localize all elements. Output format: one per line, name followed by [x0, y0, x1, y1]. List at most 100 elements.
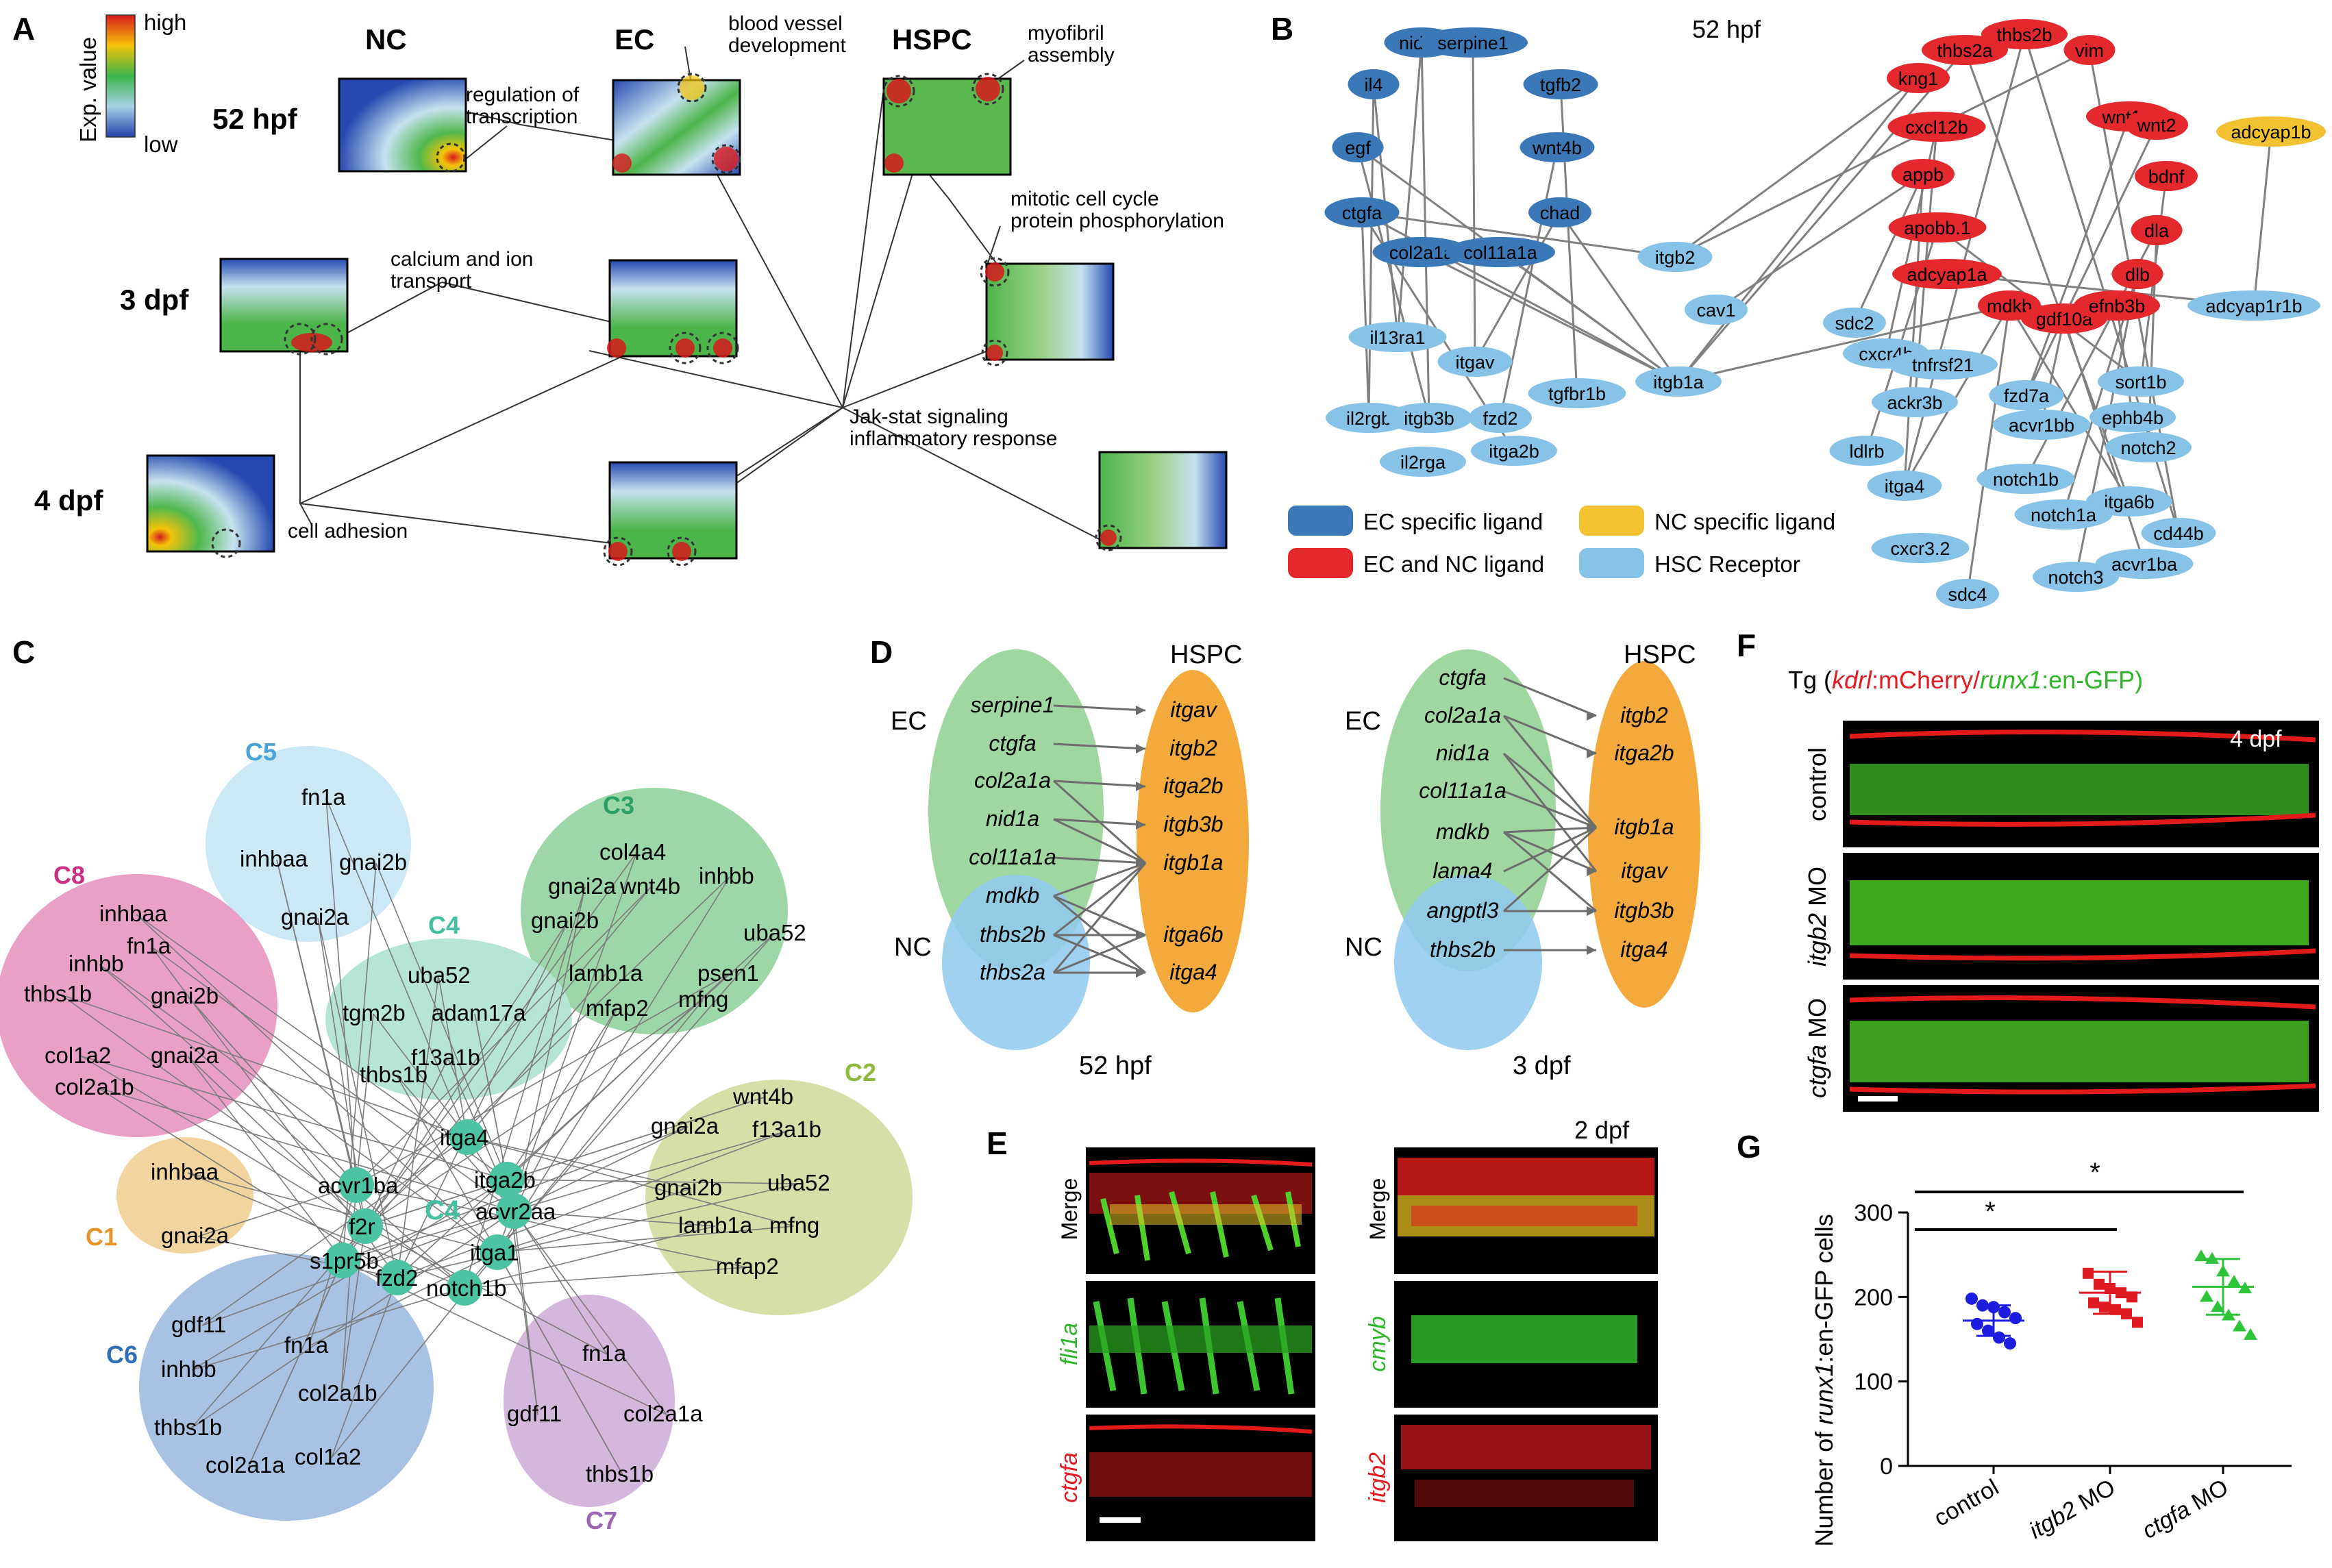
- cluster-edge: [99, 964, 498, 1253]
- cluster-edge: [356, 886, 652, 1186]
- network-edge: [1361, 211, 1676, 258]
- cluster-gene: inhbaa: [151, 1159, 219, 1184]
- cluster-edge: [464, 886, 586, 1289]
- ligand-label: thbs2b: [980, 922, 1045, 947]
- network-node: [1936, 579, 1999, 609]
- cluster-edge: [248, 1260, 343, 1467]
- network-node-label: bdnf: [2148, 166, 2185, 187]
- network-node-label: sort1b: [2115, 372, 2166, 393]
- micrograph-itgb2: [1394, 1415, 1658, 1541]
- network-node-label: acvr1ba: [2111, 554, 2178, 575]
- cluster-edge: [497, 1188, 692, 1253]
- network-node-label: notch1a: [2031, 505, 2097, 525]
- panel-a-letter: A: [12, 11, 35, 47]
- cluster-gene: psen1: [697, 960, 759, 986]
- cluster-c7-bubble: [504, 1295, 675, 1507]
- network-node-label: egf: [1345, 138, 1371, 158]
- hub-node-label: itga1: [470, 1240, 519, 1265]
- ligand-label: thbs2b: [1430, 937, 1496, 962]
- data-point: [1982, 1324, 1994, 1337]
- legend-ec-nc: EC and NC ligand: [1363, 551, 1544, 577]
- network-node-label: sdc2: [1835, 313, 1874, 334]
- network-node: [1324, 197, 1400, 227]
- cluster-edge: [151, 946, 514, 1212]
- network-node: [2216, 116, 2326, 147]
- data-point: [2083, 1267, 2094, 1279]
- legend-swatch-ecnc: [1288, 548, 1353, 578]
- network-edge: [1421, 251, 1679, 383]
- network-node: [1891, 159, 1955, 189]
- cluster-edge: [60, 994, 468, 1138]
- cluster-edge: [342, 1130, 790, 1261]
- panel-d-left: EC NC HSPC 52 hpf serpine1ctgfacol2a1ani…: [891, 640, 1249, 1080]
- cluster-edge: [136, 914, 508, 1180]
- ligand-label: ctgfa: [989, 731, 1036, 756]
- micrograph-f-control: 4 dpf: [1843, 721, 2319, 847]
- term-cell-adhesion: cell adhesion: [288, 520, 408, 543]
- hub-node: [496, 1193, 532, 1229]
- network-edge: [1499, 147, 1559, 419]
- cluster-gene: mfap2: [716, 1254, 779, 1279]
- cluster-gene: fn1a: [127, 933, 171, 958]
- col-label-nc: NC: [365, 23, 407, 55]
- network-node-label: chad: [1540, 203, 1580, 223]
- y-tick-label: 300: [1854, 1200, 1893, 1226]
- ligand-label: nid1a: [1436, 741, 1489, 765]
- cluster-edge: [340, 1225, 366, 1395]
- interaction-arrow: [1053, 934, 1146, 974]
- panel-b-time: 52 hpf: [1692, 15, 1761, 43]
- data-point: [2009, 1312, 2022, 1325]
- network-node-label: il2rga: [1400, 452, 1446, 473]
- ec-label-right: EC: [1345, 707, 1381, 736]
- cluster-gene: uba52: [767, 1170, 830, 1195]
- panel-d-letter: D: [870, 634, 893, 670]
- network-node: [1989, 380, 2064, 410]
- arrow-head: [1136, 820, 1145, 830]
- cluster-gene: f13a1b: [752, 1117, 821, 1142]
- cluster-edge: [474, 1013, 508, 1180]
- cluster-c8-label: C8: [53, 861, 85, 889]
- network-node: [1348, 322, 1447, 352]
- x-group-label: ctgfa MO: [2138, 1474, 2233, 1544]
- network-node: [1685, 295, 1748, 325]
- hub-node: [449, 1119, 485, 1155]
- receptor-label: itgb2: [1620, 703, 1668, 727]
- cluster-edge: [513, 1126, 689, 1212]
- cluster-edge: [397, 975, 439, 1278]
- network-node-label: itgav: [1455, 352, 1495, 373]
- arrow-head: [1136, 858, 1145, 868]
- panel-b-letter: B: [1271, 11, 1293, 47]
- cluster-edge: [397, 921, 569, 1278]
- data-point: [1993, 1331, 2005, 1344]
- network-edge: [2025, 116, 2131, 396]
- network-node: [2033, 562, 2119, 592]
- e-label-ctgfa: ctgfa: [1056, 1452, 1082, 1503]
- cluster-edge: [375, 862, 508, 1180]
- receptor-label: itgb1a: [1614, 814, 1674, 839]
- cluster-edge: [396, 1075, 498, 1253]
- interaction-arrow: [1053, 743, 1146, 750]
- cluster-edge: [397, 1183, 799, 1278]
- interaction-arrow: [1053, 704, 1146, 712]
- network-node: [1380, 447, 1466, 477]
- network-node-label: ctgfa: [1342, 203, 1383, 223]
- interaction-arrow: [1053, 862, 1146, 936]
- time-label-right: 3 dpf: [1513, 1051, 1571, 1080]
- network-edge: [1559, 84, 1578, 394]
- ligand-label: col2a1a: [974, 768, 1051, 793]
- heatmap-hspc-3dpf: [980, 257, 1115, 366]
- network-node-label: itga6b: [2104, 492, 2155, 512]
- network-edge: [1472, 42, 1476, 362]
- interaction-arrow: [1502, 753, 1598, 872]
- network-node-label: fzd7a: [2004, 386, 2050, 406]
- interaction-arrow: [1503, 677, 1597, 717]
- cluster-edge: [397, 1130, 790, 1278]
- network-node: [2063, 35, 2116, 65]
- cluster-gene: uba52: [408, 962, 471, 988]
- network-edge: [2040, 318, 2066, 425]
- e-label-cmyb: cmyb: [1365, 1316, 1391, 1371]
